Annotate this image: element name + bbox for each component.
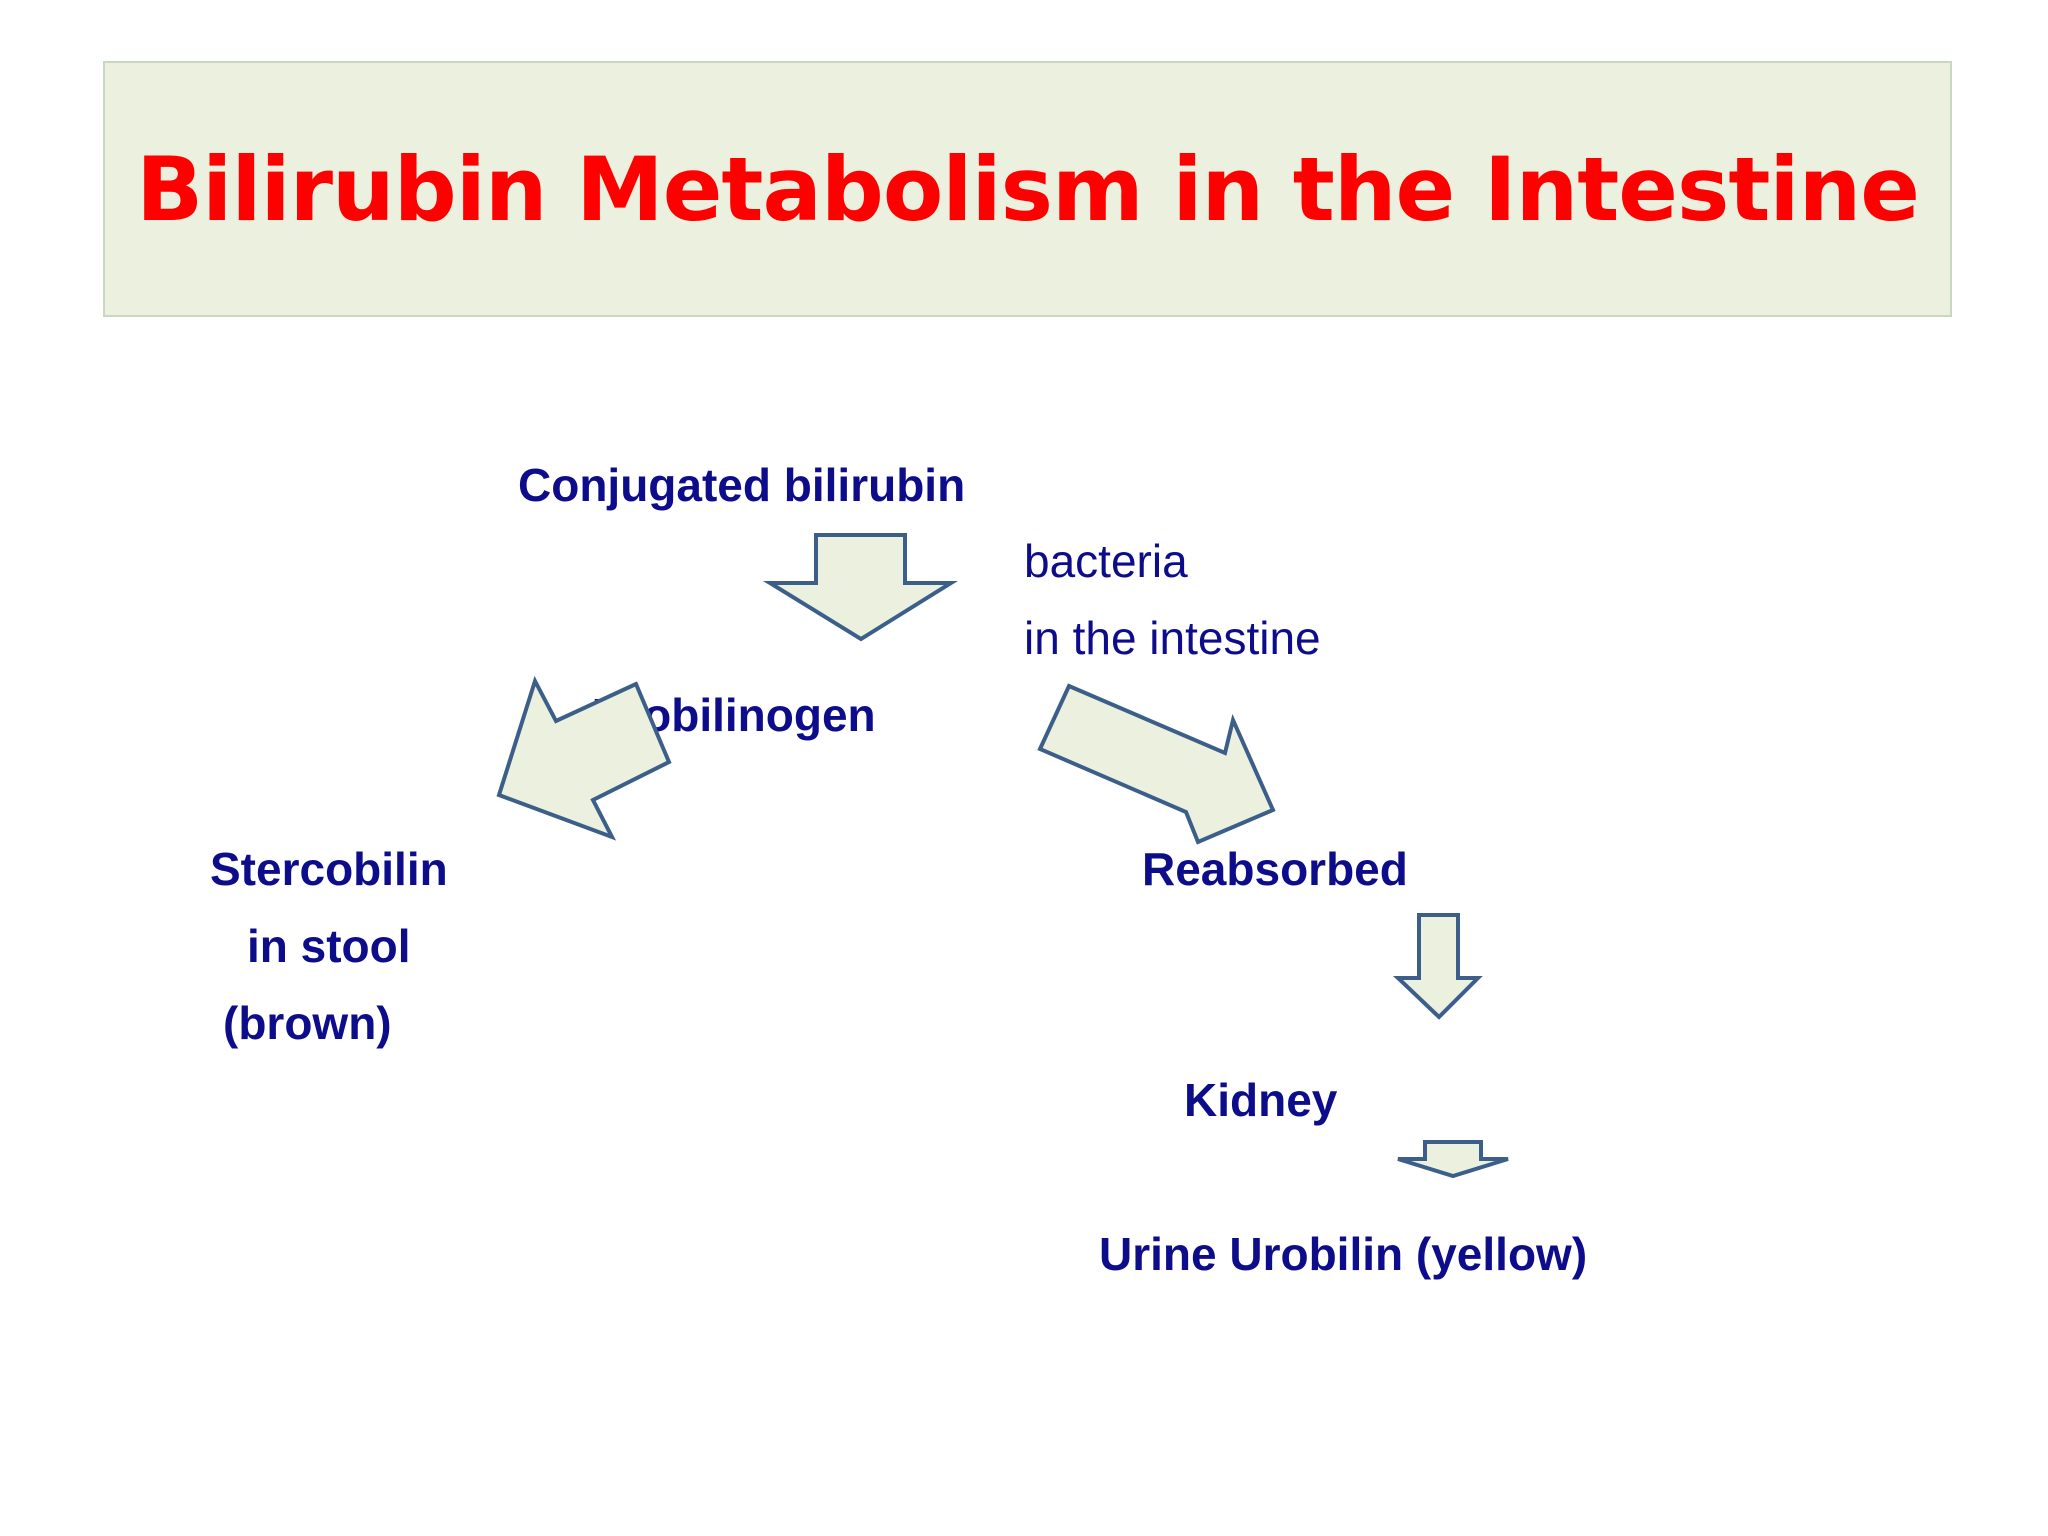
down-left-arrow-icon	[496, 675, 672, 841]
reabsorbed-label: Reabsorbed	[1142, 843, 1408, 895]
kidney-label: Kidney	[1184, 1074, 1338, 1126]
urine-urobilin-label: Urine Urobilin (yellow)	[1099, 1228, 1588, 1280]
conjugated-bilirubin-label: Conjugated bilirubin	[518, 459, 966, 511]
title-box: Bilirubin Metabolism in the Intestine	[103, 61, 1952, 317]
stercobilin-label-line2: in stool	[247, 920, 411, 972]
stercobilin-label-line1: Stercobilin	[210, 843, 448, 895]
bacteria-label-line1: bacteria	[1024, 535, 1188, 587]
down-arrow-icon	[762, 533, 958, 642]
bacteria-label-line2: in the intestine	[1024, 612, 1321, 664]
down-right-arrow-icon	[1037, 683, 1276, 845]
down-arrow-icon	[1397, 1140, 1509, 1179]
stercobilin-label-line3: (brown)	[223, 997, 392, 1049]
slide-title: Bilirubin Metabolism in the Intestine	[136, 137, 1920, 241]
down-arrow-icon	[1392, 913, 1483, 1020]
